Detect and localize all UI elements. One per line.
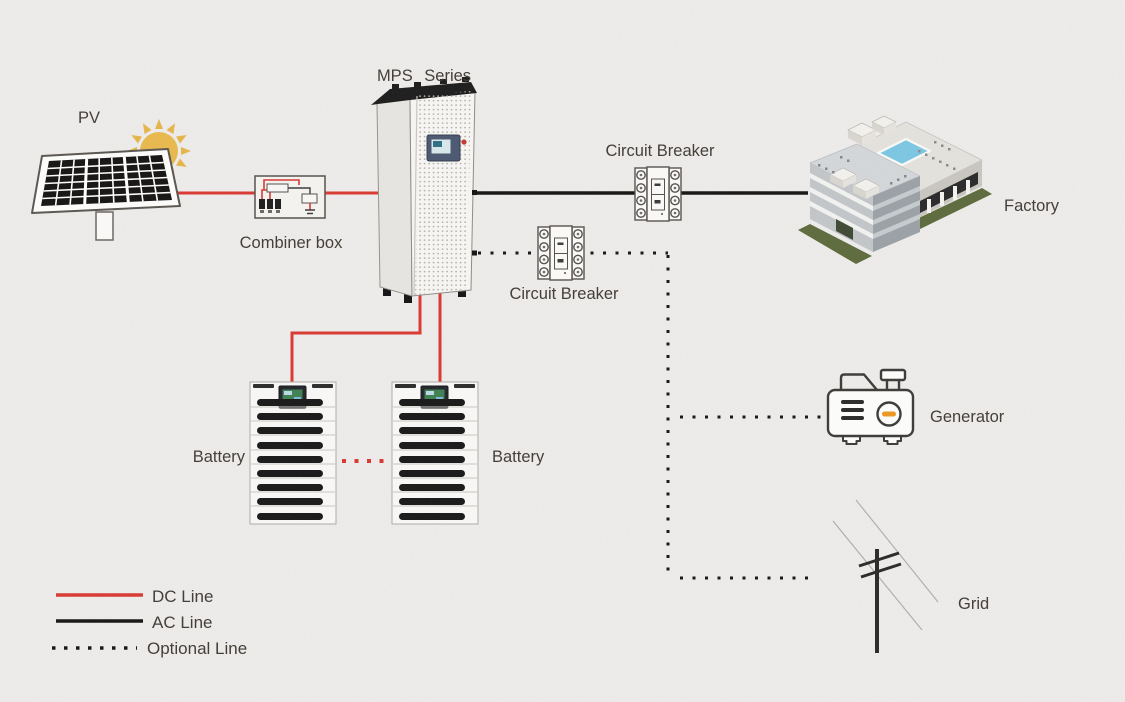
paper-texture [0,0,1125,702]
diagram-canvas: DC Line AC Line Optional Line PV Combine… [0,0,1125,702]
solar-system-diagram: DC Line AC Line Optional Line PV Combine… [0,0,1125,702]
